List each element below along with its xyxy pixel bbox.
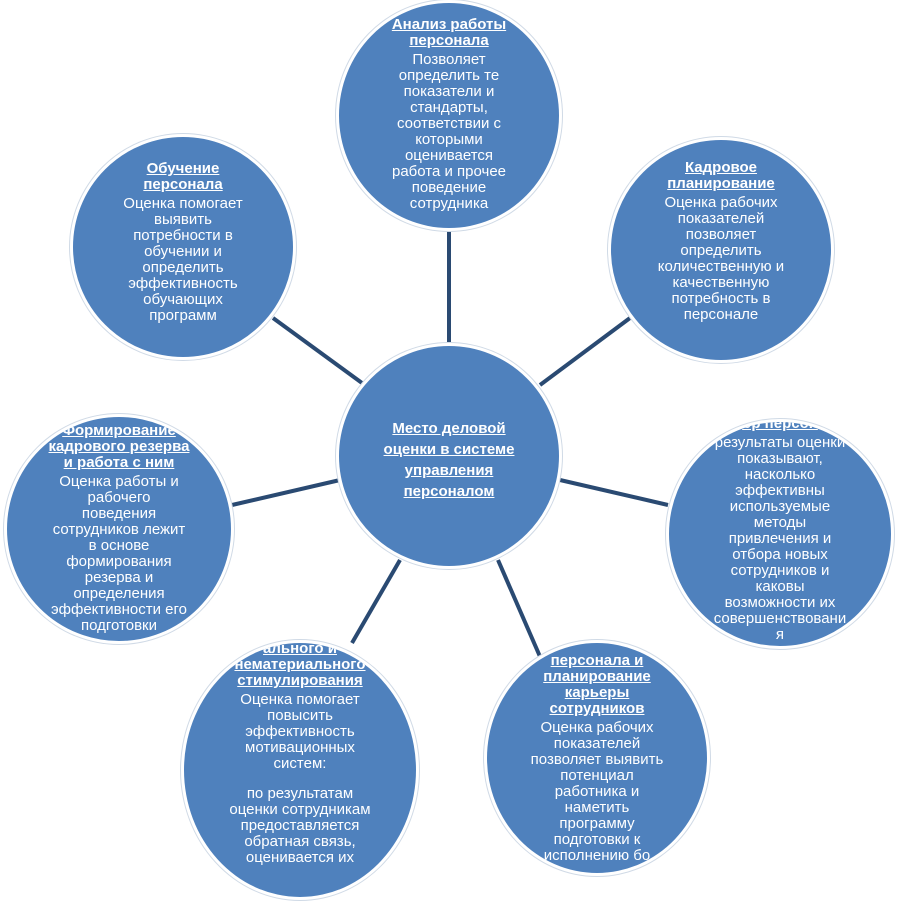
node-reserve-body: Оценка работы и рабочего поведения сотру… [51,473,187,634]
connector-training [271,316,364,385]
node-career-title: персонала и планирование карьеры сотрудн… [543,652,651,717]
node-training-title: Обучение персонала [143,160,223,193]
node-planning-title: Кадровое планирование [667,159,775,192]
node-reserve-title: Формирование кадрового резерва и работа … [48,422,190,471]
node-motivation-title: ального и нематериального стимулирования [234,640,366,689]
node-planning: Кадровое планирование Оценка рабочих пок… [608,137,834,363]
center-title: Место деловой оценки в системе управлени… [383,420,515,500]
connector-motivation [350,558,402,645]
center-node: Место деловой оценки в системе управлени… [336,343,562,569]
connector-selection [559,478,669,507]
connector-planning [538,316,632,387]
node-planning-body: Оценка рабочих показателей позволяет опр… [657,194,785,323]
node-selection-title: ор персон [742,419,818,432]
node-analysis-title: Анализ работы персонала [391,16,507,49]
node-motivation: ального и нематериального стимулирования… [181,640,419,900]
node-selection-body: результаты оценки показывают, насколько … [713,434,847,643]
node-reserve: Формирование кадрового резерва и работа … [4,414,234,644]
node-motivation-body2: по результатам оценки сотрудникам предос… [229,785,371,866]
node-selection: ор персон результаты оценки показывают, … [666,419,894,649]
node-analysis-body: Позволяет определить те показатели и ста… [391,51,507,212]
node-career: персонала и планирование карьеры сотрудн… [484,640,710,876]
node-analysis: Анализ работы персонала Позволяет опреде… [336,0,562,231]
node-training-body: Оценка помогает выявить потребности в об… [123,195,243,324]
node-motivation-body: Оценка помогает повысить эффективность м… [240,691,360,772]
node-training: Обучение персонала Оценка помогает выяви… [70,134,296,360]
connector-reserve [231,478,341,507]
node-career-body: Оценка рабочих показателей позволяет выя… [530,719,664,864]
